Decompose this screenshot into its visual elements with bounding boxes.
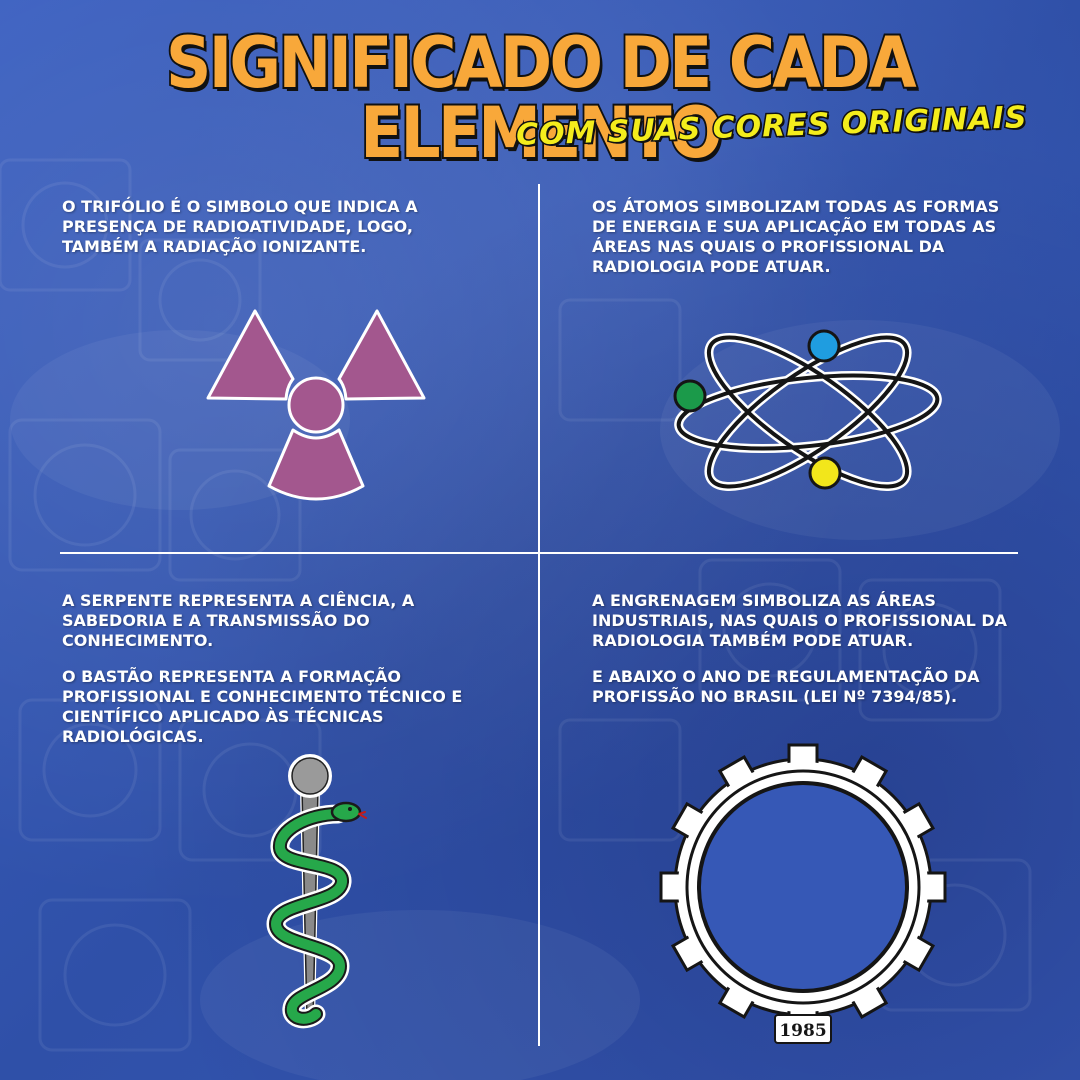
serpent (270, 809, 347, 1024)
year-badge (774, 1014, 832, 1044)
atom-icon (673, 329, 942, 491)
trefoil-description: O TRIFÓLIO É O SIMBOLO QUE INDICA A PRES… (62, 197, 418, 256)
blue-electron (807, 329, 841, 363)
atom-description: OS ÁTOMOS SIMBOLIZAM TODAS AS FORMAS DE … (592, 197, 1000, 276)
yellow-electron (808, 456, 842, 490)
gear-description: A ENGRENAGEM SIMBOLIZA AS ÁREAS INDUSTRI… (592, 591, 1008, 650)
radiation-trefoil-icon (206, 309, 426, 501)
page-title: SIGNIFICADO DE CADA ELEMENTO (164, 22, 918, 174)
vertical-divider (538, 184, 540, 1046)
serpent-head (330, 801, 362, 823)
gear-icon: 1985 (659, 743, 947, 1044)
horizontal-divider (60, 552, 1018, 554)
year-label: 1985 (779, 1021, 826, 1041)
serpent-staff-icon (266, 754, 367, 1029)
regulation-description: E ABAIXO O ANO DE REGULAMENTAÇÃO DA PROF… (592, 667, 980, 706)
green-electron (673, 379, 707, 413)
serpent-description: A SERPENTE REPRESENTA A CIÊNCIA, A SABED… (62, 591, 415, 650)
staff-description: O BASTÃO REPRESENTA A FORMAÇÃO PROFISSIO… (62, 667, 463, 746)
